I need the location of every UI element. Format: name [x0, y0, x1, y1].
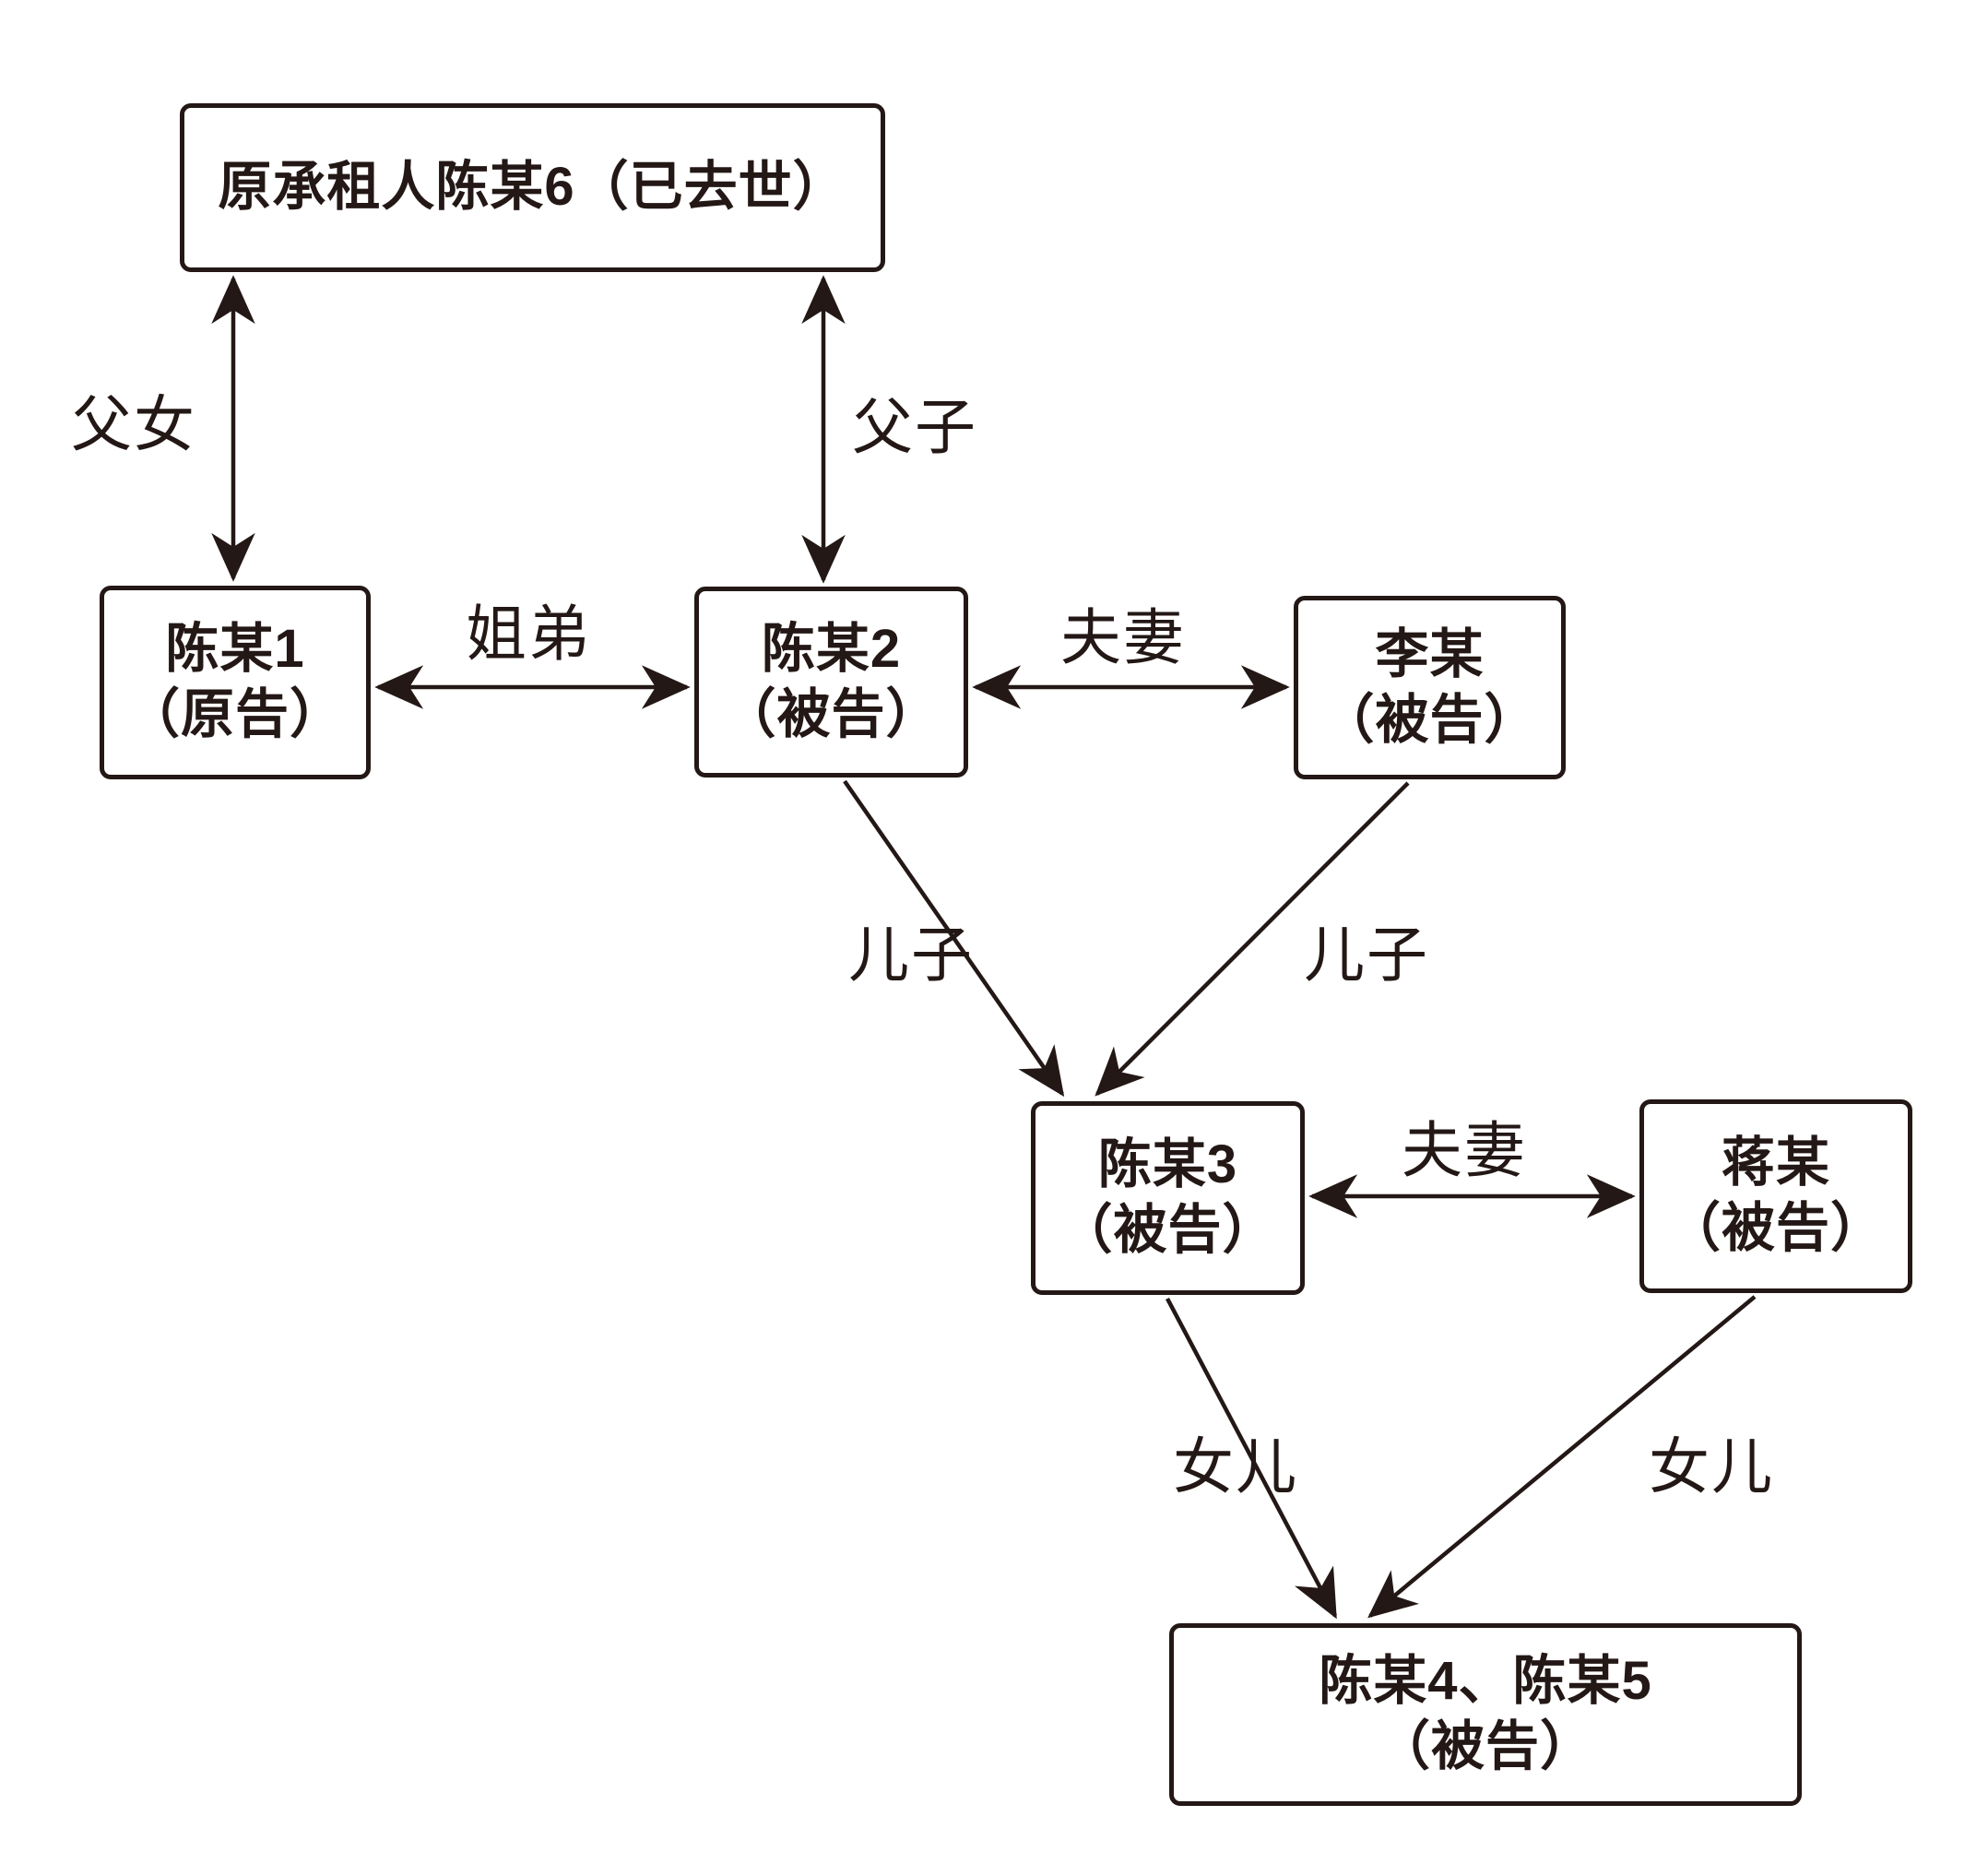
edge-son-left-arrow	[843, 779, 1065, 1098]
node-jiang-name: 蒋某	[1721, 1133, 1830, 1193]
edge-label-sister-brother: 姐弟	[466, 600, 591, 668]
node-li-role: （被告）	[1320, 689, 1539, 750]
edge-label-father-daughter: 父女	[71, 390, 196, 458]
node-chen4-chen5-role: （被告）	[1376, 1716, 1594, 1776]
node-chen3-name: 陈某3	[1097, 1134, 1238, 1195]
node-original-tenant: 原承租人陈某6（已去世）	[180, 103, 885, 272]
node-li-defendant: 李某 （被告）	[1294, 596, 1566, 779]
node-chen1-plaintiff: 陈某1 （原告）	[100, 586, 371, 779]
node-chen3-defendant: 陈某3 （被告）	[1031, 1101, 1305, 1295]
node-chen4-chen5-defendants: 陈某4、陈某5 （被告）	[1169, 1623, 1802, 1806]
edge-label-son-right: 儿子	[1304, 920, 1429, 989]
node-chen2-role: （被告）	[722, 683, 941, 744]
edge-label-father-son: 父子	[852, 393, 977, 461]
edge-label-daughter-right: 女儿	[1649, 1432, 1774, 1501]
edge-label-daughter-left: 女儿	[1173, 1432, 1298, 1501]
node-jiang-defendant: 蒋某 （被告）	[1639, 1099, 1912, 1293]
node-chen2-defendant: 陈某2 （被告）	[694, 587, 968, 778]
node-jiang-role: （被告）	[1666, 1198, 1885, 1258]
edge-label-husband-wife-1: 夫妻	[1060, 603, 1186, 671]
node-chen2-name: 陈某2	[761, 618, 902, 679]
edge-son-right-arrow	[1095, 781, 1410, 1097]
edge-label-son-left: 儿子	[848, 920, 974, 989]
edge-label-husband-wife-2: 夫妻	[1402, 1116, 1527, 1184]
node-li-name: 李某	[1375, 623, 1485, 684]
node-chen1-role: （原告）	[125, 684, 344, 744]
edge-daughter-left-arrow	[1166, 1297, 1337, 1620]
node-chen4-chen5-name: 陈某4、陈某5	[1319, 1651, 1652, 1712]
node-chen3-role: （被告）	[1059, 1200, 1277, 1260]
node-chen1-name: 陈某1	[165, 619, 305, 680]
edge-daughter-right-arrow	[1367, 1295, 1757, 1619]
node-original-tenant-label: 原承租人陈某6（已去世）	[218, 157, 847, 218]
